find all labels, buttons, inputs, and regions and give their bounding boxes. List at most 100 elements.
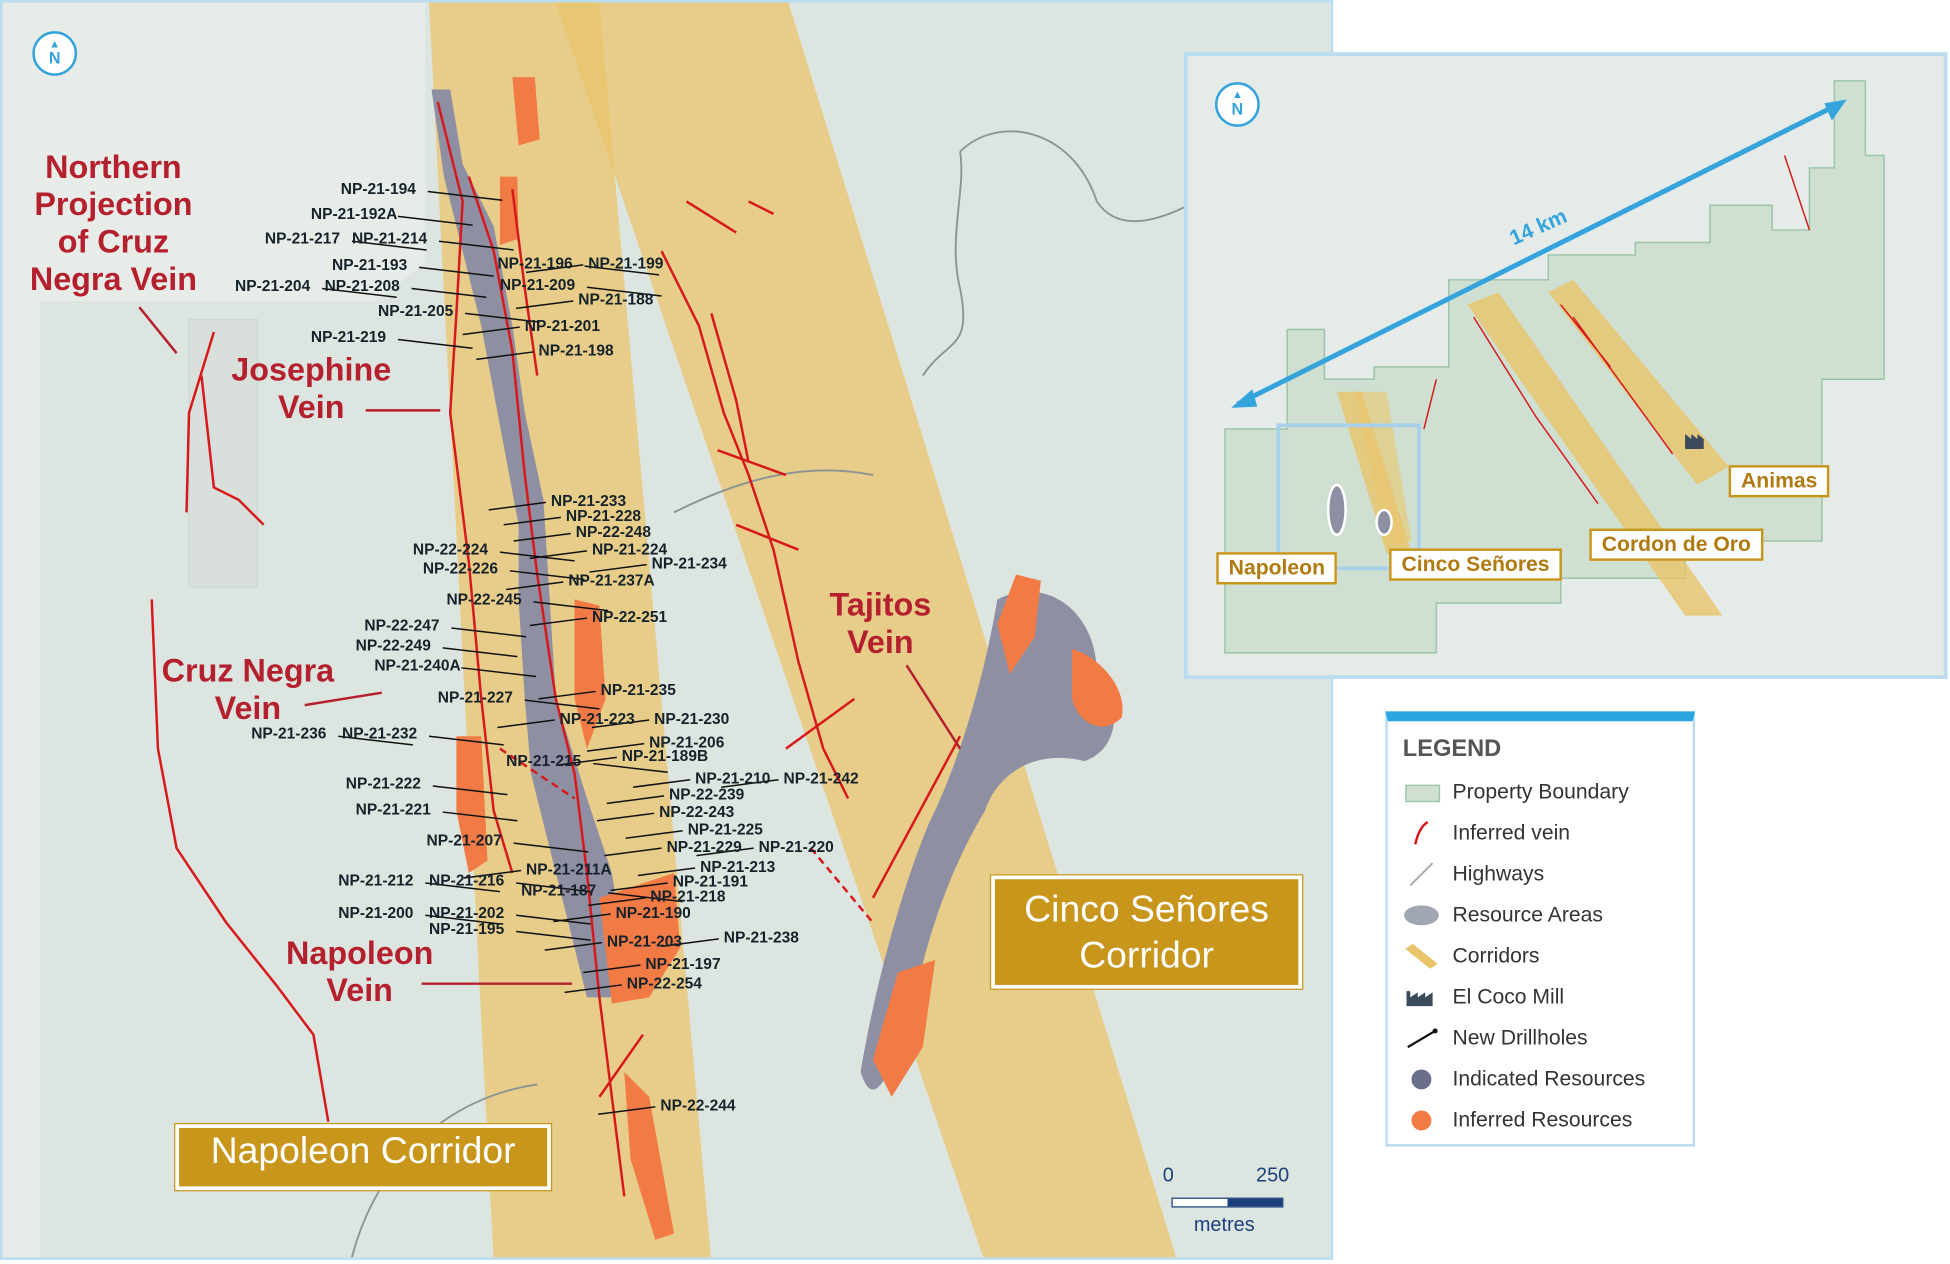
legend-item: Inferred Resources [1388, 1099, 1693, 1140]
drillhole-trace [593, 762, 668, 774]
factory-icon [1403, 984, 1440, 1009]
drillhole-label: NP-21-195 [429, 920, 505, 938]
legend-label: Corridors [1452, 943, 1540, 967]
napoleon-vein-label: Napoleon Vein [286, 933, 434, 1009]
drillhole-label: NP-21-187 [521, 881, 597, 900]
drillhole-trace [586, 286, 662, 297]
legend-label: New Drillholes [1452, 1025, 1588, 1049]
drillhole-trace [462, 326, 520, 336]
legend: LEGEND Property Boundary Inferred vein H… [1385, 711, 1696, 1147]
drillhole-label: NP-21-208 [324, 277, 400, 295]
animas-corridor [1548, 279, 1729, 486]
legend-label: El Coco Mill [1452, 984, 1565, 1008]
drillhole-trace [564, 984, 622, 994]
drillhole-trace [604, 847, 662, 857]
drillhole-trace [442, 811, 518, 822]
drillhole-label: NP-21-233 [550, 492, 627, 510]
drillhole-label: NP-22-245 [446, 590, 522, 609]
drillhole-label: NP-21-205 [378, 302, 454, 320]
drillhole-trace [696, 847, 754, 857]
drillhole-label: NP-21-227 [437, 688, 513, 707]
drillhole-label: NP-22-243 [659, 803, 735, 821]
drillhole-label: NP-21-220 [758, 838, 834, 856]
drillhole-label: NP-22-244 [660, 1096, 736, 1115]
drillhole-label: NP-21-221 [355, 800, 431, 819]
drillhole-label: NP-21-236 [251, 725, 327, 743]
drillhole-label: NP-21-192A [310, 205, 398, 223]
drillhole-label: NP-21-210 [695, 769, 771, 788]
drillhole-label: NP-21-242 [783, 769, 859, 788]
drillhole-trace [427, 190, 503, 201]
drillhole-label: NP-22-224 [412, 540, 489, 559]
drillhole-label: NP-21-232 [341, 725, 418, 743]
drillhole-trace [463, 869, 522, 879]
drillhole-label: NP-22-254 [626, 974, 702, 993]
north-label: N [48, 48, 61, 68]
drillhole-label: NP-21-200 [338, 904, 414, 922]
drillhole-trace [598, 1106, 656, 1116]
legend-item: Corridors [1388, 935, 1693, 976]
drillhole-trace [351, 240, 427, 251]
drillhole-trace [610, 882, 668, 892]
legend-item: New Drillholes [1388, 1017, 1693, 1058]
drillhole-trace [476, 351, 534, 361]
drillhole-trace [497, 719, 555, 729]
drillhole-label: NP-21-214 [351, 230, 428, 248]
drillhole-trace [533, 601, 609, 612]
drillhole-label: NP-21-213 [700, 858, 776, 876]
drillhole-label: NP-22-226 [422, 559, 499, 578]
drillhole-trace [499, 551, 575, 562]
drillhole-label: NP-21-202 [429, 904, 505, 922]
drillhole-label: NP-21-230 [654, 710, 730, 728]
drillhole-label: NP-21-190 [615, 904, 691, 922]
property-boundary-icon [1403, 779, 1441, 804]
drillhole-label: NP-21-199 [588, 254, 664, 273]
scale-start: 0 [1162, 1165, 1174, 1187]
drillhole-label: NP-21-193 [332, 256, 408, 274]
legend-item: Resource Areas [1388, 894, 1693, 935]
legend-label: Resource Areas [1452, 902, 1603, 926]
drillhole-label: NP-21-237A [568, 572, 655, 590]
drillhole-trace [559, 756, 617, 766]
drillhole-label: NP-21-212 [338, 871, 414, 890]
drillhole-label: NP-21-209 [499, 276, 576, 294]
drillhole-trace [428, 735, 504, 746]
drillhole-label: NP-21-191 [672, 873, 748, 891]
drillhole-label: NP-21-215 [506, 752, 582, 770]
drillhole-trace [513, 842, 589, 853]
scale-bar-graphic [1171, 1197, 1284, 1208]
legend-label: Highways [1452, 861, 1545, 885]
drillhole-trace [632, 778, 691, 788]
drillhole-label: NP-21-216 [429, 871, 505, 890]
highway-icon [1403, 861, 1440, 886]
drillhole-trace [525, 264, 584, 274]
vein-arrows [138, 306, 962, 985]
property-parcel [188, 318, 259, 588]
drillhole-trace [516, 914, 591, 925]
drillhole-label: NP-21-224 [591, 540, 668, 559]
inset-graphics [1224, 80, 1885, 654]
drillhole-trace [515, 300, 574, 310]
drillhole-trace [583, 964, 641, 974]
drillhole-label: NP-21-206 [649, 733, 725, 752]
drillhole-label: NP-21-196 [497, 254, 573, 273]
napoleon-corridor-label: Napoleon Corridor [175, 1124, 551, 1191]
scale-bar: 0 250 metres [1159, 1165, 1296, 1240]
drillhole-label: NP-21-219 [310, 328, 387, 346]
corridor-icon [1403, 943, 1440, 969]
drillhole-trace [397, 338, 473, 349]
drillhole-trace [608, 892, 683, 903]
drillhole-trace [588, 897, 646, 907]
map-graphics [2, 2, 1331, 1258]
drillhole-trace [529, 617, 588, 627]
legend-item: Property Boundary [1388, 771, 1693, 812]
inset-north-arrow-icon: ▲N [1214, 82, 1260, 127]
legend-item: El Coco Mill [1388, 976, 1693, 1017]
drillhole-label: NP-21-235 [600, 681, 676, 699]
drillhole-trace [513, 532, 571, 542]
drillhole-trace [509, 570, 585, 581]
drillhole-label: NP-21-228 [565, 507, 642, 525]
drillhole-trace [411, 287, 487, 298]
drillhole-label: NP-21-189B [621, 747, 709, 765]
legend-label: Inferred vein [1452, 820, 1571, 844]
